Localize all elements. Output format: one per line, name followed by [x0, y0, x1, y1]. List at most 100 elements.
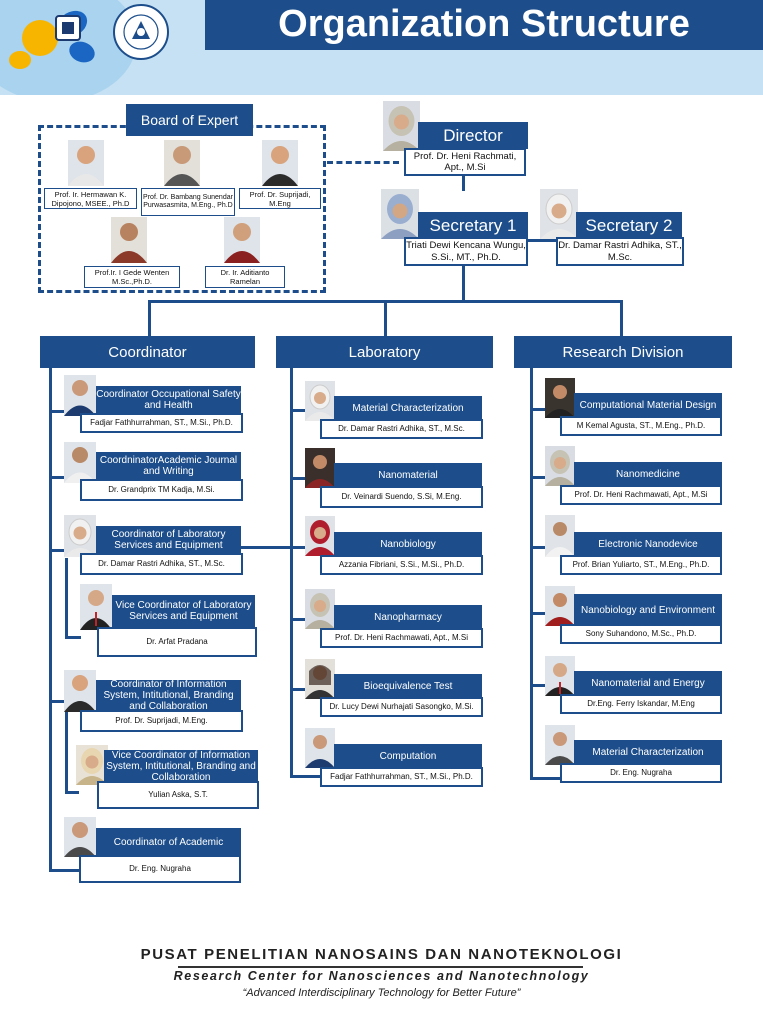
laboratory-item-title: Nanopharmacy [334, 605, 482, 629]
connector-line [49, 476, 65, 479]
connector-line [530, 777, 560, 780]
research-item-name: Dr. Eng. Nugraha [560, 763, 722, 783]
research-item-name: M Kemal Agusta, ST., M.Eng., Ph.D. [560, 416, 722, 436]
connector-line [49, 700, 65, 703]
laboratory-header: Laboratory [276, 336, 493, 368]
research-item-title: Nanobiology and Environment [574, 594, 722, 626]
connector-line [384, 300, 387, 338]
connector-line [148, 300, 151, 338]
laboratory-item-title: Computation [334, 744, 482, 768]
connector-line [290, 367, 293, 777]
board-director-link [327, 161, 399, 164]
coordinator-item-title: Coordinator Occupational Safety and Heal… [96, 386, 241, 414]
secretary-1-name: Triati Dewi Kencana Wungu, S.Si., MT., P… [404, 237, 528, 266]
connector-line [241, 546, 293, 549]
itb-seal-icon [113, 4, 169, 60]
footer-institution-english: Research Center for Nanosciences and Nan… [173, 969, 590, 983]
page-title: Organization Structure [278, 3, 690, 45]
connector-line [49, 549, 65, 552]
avatar [224, 217, 260, 263]
laboratory-item-name: Dr. Lucy Dewi Nurhajati Sasongko, M.Si. [320, 697, 483, 717]
connector-line [65, 558, 68, 638]
avatar [540, 189, 578, 239]
coordinator-item-name: Dr. Damar Rastri Adhika, ST., M.Sc. [80, 553, 243, 575]
connector-line [290, 775, 320, 778]
connector-line [620, 300, 623, 338]
director-title: Director [418, 122, 528, 149]
avatar [383, 101, 420, 151]
avatar [76, 745, 108, 785]
coordinator-item-name: Dr. Eng. Nugraha [79, 855, 241, 883]
research-item-name: Sony Suhandono, M.Sc., Ph.D. [560, 624, 722, 644]
coordinator-item-name: Dr. Grandprix TM Kadja, M.Si. [80, 479, 243, 501]
coordinator-item-title: Coordinator of Laboratory Services and E… [96, 526, 241, 554]
avatar [64, 817, 96, 857]
laboratory-item-title: Material Characterization [334, 396, 482, 420]
board-of-expert-title: Board of Expert [126, 104, 253, 136]
avatar [80, 584, 112, 630]
research-division-header: Research Division [514, 336, 732, 368]
secretary-2-name: Dr. Damar Rastri Adhika, ST., M.Sc. [556, 237, 684, 266]
laboratory-item-name: Azzania Fibriani, S.Si., M.Si., Ph.D. [320, 555, 483, 575]
avatar [64, 375, 96, 416]
coordinator-header: Coordinator [40, 336, 255, 368]
footer-divider [178, 966, 583, 968]
connector-line [65, 636, 81, 639]
connector-line [65, 710, 68, 793]
laboratory-item-title: Nanomaterial [334, 463, 482, 487]
coordinator-item-name: Dr. Arfat Pradana [97, 627, 257, 657]
avatar [381, 189, 419, 239]
avatar [64, 442, 96, 483]
connector-line [530, 612, 546, 615]
research-item-name: Dr.Eng. Ferry Iskandar, M.Eng [560, 694, 722, 714]
avatar [545, 378, 575, 418]
footer-institution-name: PUSAT PENELITIAN NANOSAINS DAN NANOTEKNO… [140, 946, 623, 963]
research-item-title: Nanomaterial and Energy [574, 671, 722, 695]
connector-line [290, 618, 306, 621]
connector-line [290, 546, 306, 549]
connector-line [462, 175, 465, 191]
connector-line [49, 410, 65, 413]
laboratory-item-name: Fadjar Fathhurrahman, ST., M.Si., Ph.D. [320, 767, 483, 787]
nano-logo-icon [0, 0, 137, 102]
avatar [305, 589, 335, 629]
avatar [164, 140, 200, 186]
secretary-2-title: Secretary 2 [576, 212, 682, 239]
logo-area [0, 0, 205, 102]
research-item-title: Material Characterization [574, 740, 722, 764]
connector-line [49, 869, 79, 872]
connector-line [526, 239, 558, 242]
connector-line [530, 367, 533, 779]
connector-line [290, 409, 306, 412]
title-bar [205, 0, 763, 50]
board-member-name: Dr. Ir. Aditianto Ramelan [205, 266, 285, 288]
avatar [68, 140, 104, 186]
board-member-name: Prof. Dr. Suprijadi, M.Eng [239, 188, 321, 209]
laboratory-item-name: Dr. Damar Rastri Adhika, ST., M.Sc. [320, 419, 483, 439]
connector-line [290, 688, 306, 691]
research-item-title: Computational Material Design [574, 393, 722, 417]
connector-line [530, 684, 546, 687]
avatar [262, 140, 298, 186]
connector-line [462, 266, 465, 302]
director-name: Prof. Dr. Heni Rachmati, Apt., M.Si [404, 148, 526, 176]
avatar [111, 217, 147, 263]
laboratory-item-title: Bioequivalence Test [334, 674, 482, 698]
connector-line [530, 408, 546, 411]
laboratory-item-name: Prof. Dr. Heni Rachmawati, Apt., M.Si [320, 628, 483, 648]
laboratory-item-title: Nanobiology [334, 532, 482, 556]
secretary-1-title: Secretary 1 [418, 212, 528, 239]
connector-line [530, 546, 546, 549]
avatar [305, 516, 335, 556]
avatar [545, 725, 575, 765]
coordinator-item-title: Coordinator of Information System, Intit… [96, 679, 241, 712]
avatar [545, 586, 575, 626]
avatar [305, 659, 335, 699]
footer-tagline: “Advanced Interdisciplinary Technology f… [242, 987, 521, 999]
connector-line [530, 476, 546, 479]
avatar [305, 448, 335, 488]
connector-line [290, 477, 306, 480]
connector-line [49, 367, 52, 871]
avatar [305, 728, 335, 768]
avatar [64, 670, 96, 712]
